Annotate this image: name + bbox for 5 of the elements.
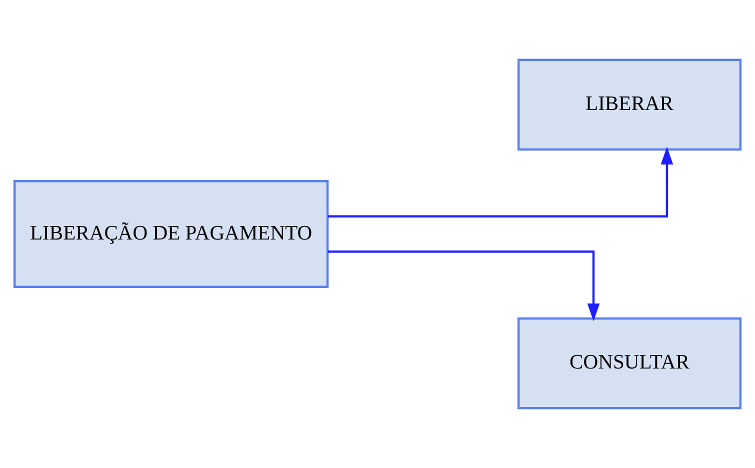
node-box: CONSULTAR bbox=[517, 317, 742, 410]
node-box: LIBERAR bbox=[517, 58, 742, 151]
node-box: LIBERAÇÃO DE PAGAMENTO bbox=[13, 180, 329, 288]
arrow bbox=[328, 146, 674, 218]
arrow bbox=[328, 250, 600, 322]
